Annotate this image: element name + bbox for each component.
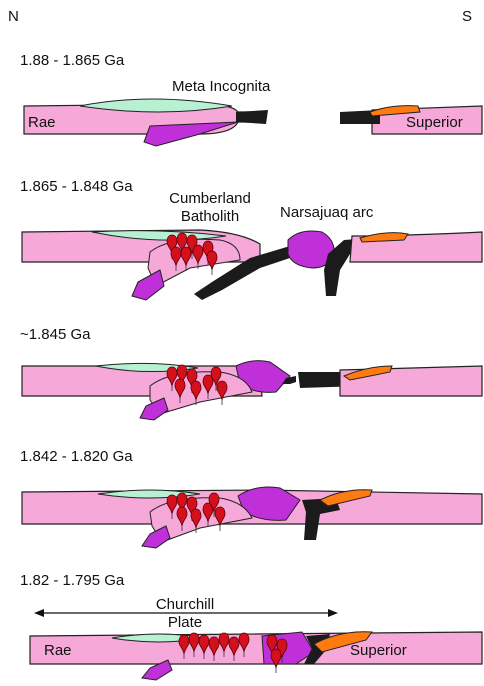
- cumberland-label: Cumberland: [165, 190, 255, 207]
- superior-wedge: [360, 233, 408, 242]
- stage-1-age-label: 1.88 - 1.865 Ga: [20, 52, 124, 69]
- compass-north-label: N: [8, 8, 19, 25]
- stage-5-diagram: [30, 609, 482, 680]
- rae-subducting-tongue: [132, 270, 164, 300]
- batholith-label: Batholith: [165, 208, 255, 225]
- rae-label: Rae: [44, 642, 72, 659]
- stage-3-diagram: [22, 361, 482, 420]
- rae-crust-block: [30, 632, 482, 664]
- meta-incognita-label: Meta Incognita: [172, 78, 270, 95]
- stage-2-diagram: [22, 230, 482, 300]
- stage-3-age-label: ~1.845 Ga: [20, 326, 90, 343]
- superior-label: Superior: [350, 642, 407, 659]
- rae-subducting-tongue: [144, 122, 238, 146]
- plate-label: Plate: [140, 614, 230, 631]
- stage-2-age-label: 1.865 - 1.848 Ga: [20, 178, 133, 195]
- narsajuaq-arc-label: Narsajuaq arc: [280, 204, 373, 221]
- stage-4-age-label: 1.842 - 1.820 Ga: [20, 448, 133, 465]
- rae-oceanic-slab: [236, 110, 268, 124]
- superior-label: Superior: [406, 114, 463, 131]
- compass-south-label: S: [462, 8, 472, 25]
- stage-4-diagram: [22, 487, 482, 548]
- churchill-label: Churchill: [140, 596, 230, 613]
- stage-5-age-label: 1.82 - 1.795 Ga: [20, 572, 124, 589]
- rae-label: Rae: [28, 114, 56, 131]
